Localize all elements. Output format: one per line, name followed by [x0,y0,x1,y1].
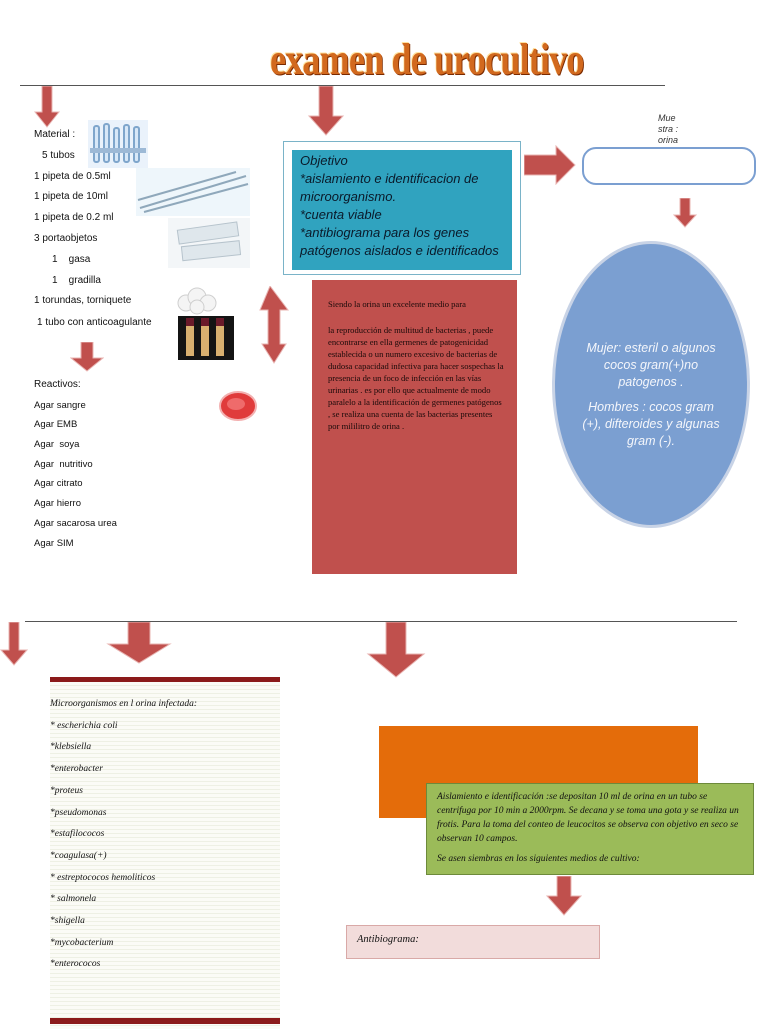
objetivo-item: *antibiograma para los genes patógenos a… [300,225,499,258]
mujer-text: Mujer: esteril o algunos cocos gram(+)no… [586,341,716,389]
list-item: Agar citrato [34,478,83,489]
list-item: *coagulasa(+) [50,850,107,861]
pipettes-image [136,168,250,216]
list-item: *proteus [50,785,83,796]
arrow-down-icon [70,342,104,372]
middle-divider [25,621,737,622]
arrow-down-icon [546,876,582,916]
slides-image [168,218,250,268]
objetivo-box: Objetivo *aislamiento e identificacion d… [283,141,521,275]
list-item: *shigella [50,916,85,927]
description-box: Siendo la orina un excelente medio para … [312,280,517,574]
objetivo-content: Objetivo *aislamiento e identificacion d… [292,150,512,270]
list-item: Agar EMB [34,419,78,430]
blood-tubes-image [178,316,234,360]
list-item: * salmonela [50,894,97,905]
microorganisms-panel: Microorganismos en l orina infectada: * … [50,677,280,1029]
arrow-bent-icon [259,286,289,364]
arrow-right-icon [524,145,576,185]
list-item: 1 pipeta de 0.2 ml [34,212,114,223]
panel-footer-bar [50,1018,280,1024]
list-item: 3 portaobjetos [34,233,98,244]
arrow-down-icon [366,622,426,678]
list-item: 1 tubo con anticoagulante [37,317,152,328]
procedure-text: Aislamiento e identificación :se deposit… [437,792,739,844]
normal-flora-ellipse: Mujer: esteril o algunos cocos gram(+)no… [552,241,750,528]
list-item: 1 pipeta de 10ml [34,191,108,202]
list-item: Agar nutritivo [34,459,93,470]
list-item: * escherichia coli [50,720,118,731]
list-item: *enterobacter [50,764,103,775]
objetivo-title: Objetivo [300,153,348,168]
cotton-balls-image [177,287,217,315]
materials-heading: Material : [34,129,76,140]
arrow-down-icon [673,198,697,228]
muestra-box [582,147,756,185]
microorganisms-list: Microorganismos en l orina infectada: * … [50,682,280,976]
list-item: * estreptococos hemoliticos [50,872,156,883]
list-item: 5 tubos [42,150,75,161]
antibiograma-box: Antibiograma: [346,925,600,959]
description-body: la reproducción de multitud de bacterias… [328,325,504,431]
list-item: *klebsiella [50,742,92,753]
muestra-label: Mue stra : orina [658,113,679,145]
test-tubes-image [88,120,148,168]
list-item: Agar soya [34,439,80,450]
arrow-down-icon [34,86,60,128]
objetivo-item: *cuenta viable [300,207,382,222]
reactives-heading: Reactivos: [34,379,81,390]
petri-dish-image [219,391,257,421]
microorganisms-heading: Microorganismos en l orina infectada: [50,699,198,709]
list-item: Agar SIM [34,538,74,549]
arrow-down-icon [106,622,172,664]
list-item: Agar sacarosa urea [34,518,117,529]
arrow-down-icon [307,86,345,136]
list-item: 1 gradilla [52,275,101,286]
description-intro: Siendo la orina un excelente medio para [328,299,466,309]
list-item: *mycobacterium [50,937,114,948]
list-item: Agar hierro [34,498,81,509]
list-item: 1 gasa [52,254,91,265]
list-item: *enterococos [50,959,101,970]
hombres-text: Hombres : cocos gram (+), difteroides y … [582,400,720,448]
procedure-box: Aislamiento e identificación :se deposit… [426,783,754,875]
list-item: 1 torundas, torniquete [34,295,132,306]
procedure-note: Se asen siembras en los siguientes medio… [437,854,640,864]
objetivo-item: *aislamiento e identificacion de microor… [300,171,479,204]
page-title: examen de urocultivo [270,35,584,84]
top-divider [20,85,665,86]
list-item: *pseudomonas [50,807,107,818]
list-item: Agar sangre [34,400,86,411]
arrow-down-icon [0,622,28,666]
list-item: 1 pipeta de 0.5ml [34,171,111,182]
list-item: *estafilococos [50,829,105,840]
